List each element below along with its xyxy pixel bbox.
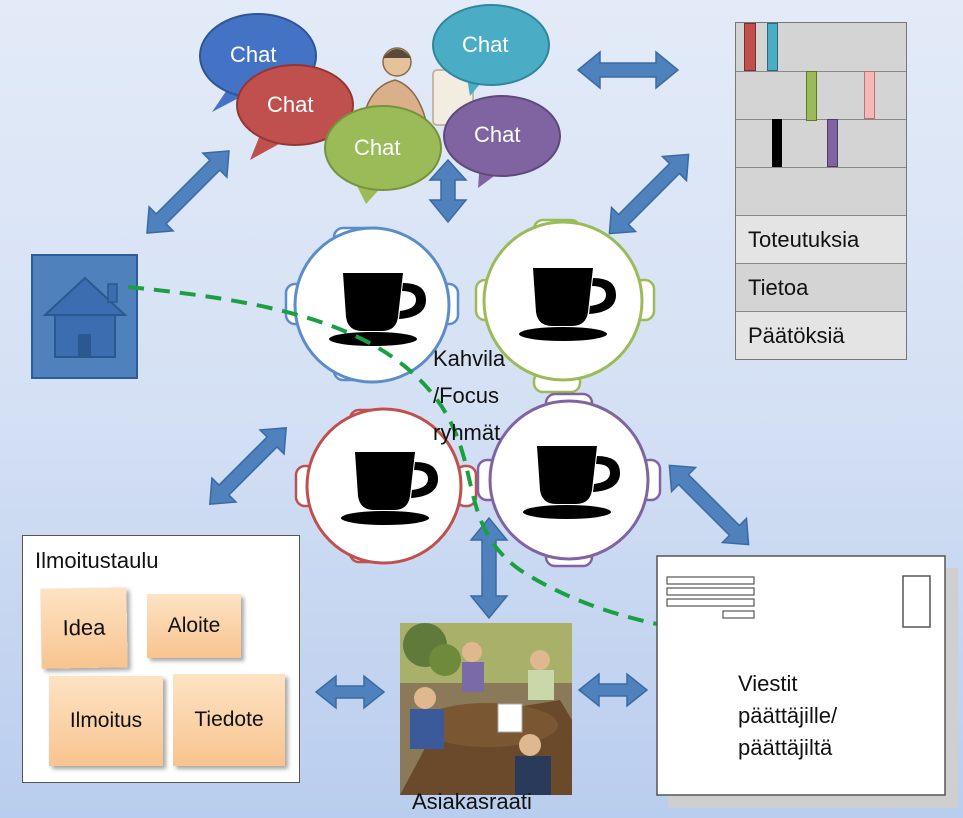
chat-bubble-icon <box>443 95 561 188</box>
cafe-table-1 <box>284 226 460 384</box>
arrow-chat-cafe <box>428 158 468 224</box>
arrow-chat-home <box>146 150 230 234</box>
chat-label: Chat <box>230 42 277 67</box>
arrows <box>146 50 750 710</box>
shelf: Toteutuksia Tietoa Päätöksiä <box>735 22 907 360</box>
cafe-table-4 <box>476 392 662 568</box>
sticky-note: Idea <box>40 587 128 669</box>
book-icon <box>767 23 778 71</box>
chat-bubble-icon <box>236 64 354 160</box>
shelf-row <box>736 23 906 71</box>
book-icon <box>806 71 817 121</box>
arrow-cafe-panel <box>469 516 509 620</box>
sticky-note: Ilmoitus <box>49 676 163 766</box>
shelf-row <box>736 71 906 120</box>
arrow-cafe-envelope <box>668 464 750 546</box>
shelf-label: Tietoa <box>736 263 906 311</box>
cafe-label: Kahvila /Focus ryhmät <box>433 346 506 445</box>
arrow-shelf-cafe <box>608 153 690 235</box>
shelf-row <box>736 167 906 216</box>
arrow-board-panel <box>314 674 386 710</box>
sticky-note: Tiedote <box>173 674 285 766</box>
book-icon <box>772 119 782 167</box>
cafe-tables <box>284 218 662 568</box>
noticeboard: Ilmoitustaulu Idea Aloite Ilmoitus Tiedo… <box>22 535 300 783</box>
arrow-cafe-board <box>208 426 288 506</box>
shelf-label: Päätöksiä <box>736 311 906 358</box>
book-icon <box>827 119 838 167</box>
envelope-label: Viestit päättäjille/ päättäjiltä <box>738 671 838 760</box>
arrow-panel-envelope <box>577 672 649 708</box>
envelope-icon <box>656 555 958 808</box>
meeting-photo-icon <box>400 623 572 795</box>
arrow-chat-shelf <box>576 50 680 90</box>
chat-label: Chat <box>354 135 401 160</box>
noticeboard-title: Ilmoitustaulu <box>35 548 159 573</box>
flow-path <box>127 285 810 650</box>
chat-label: Chat <box>462 32 509 57</box>
chat-bubble-icon <box>432 4 550 96</box>
chat-bubble-icon <box>324 105 442 204</box>
shelf-row <box>736 119 906 168</box>
panel-label: Asiakasraati <box>412 789 532 814</box>
chat-label: Chat <box>267 92 314 117</box>
cafe-table-2 <box>474 218 656 394</box>
cafe-table-3 <box>294 407 478 565</box>
chat-bubbles <box>199 4 561 204</box>
shelf-label: Toteutuksia <box>736 215 906 263</box>
sticky-note: Aloite <box>147 594 241 658</box>
chat-label: Chat <box>474 122 521 147</box>
book-icon <box>864 71 875 119</box>
book-icon <box>744 23 756 71</box>
home-icon <box>31 254 138 379</box>
